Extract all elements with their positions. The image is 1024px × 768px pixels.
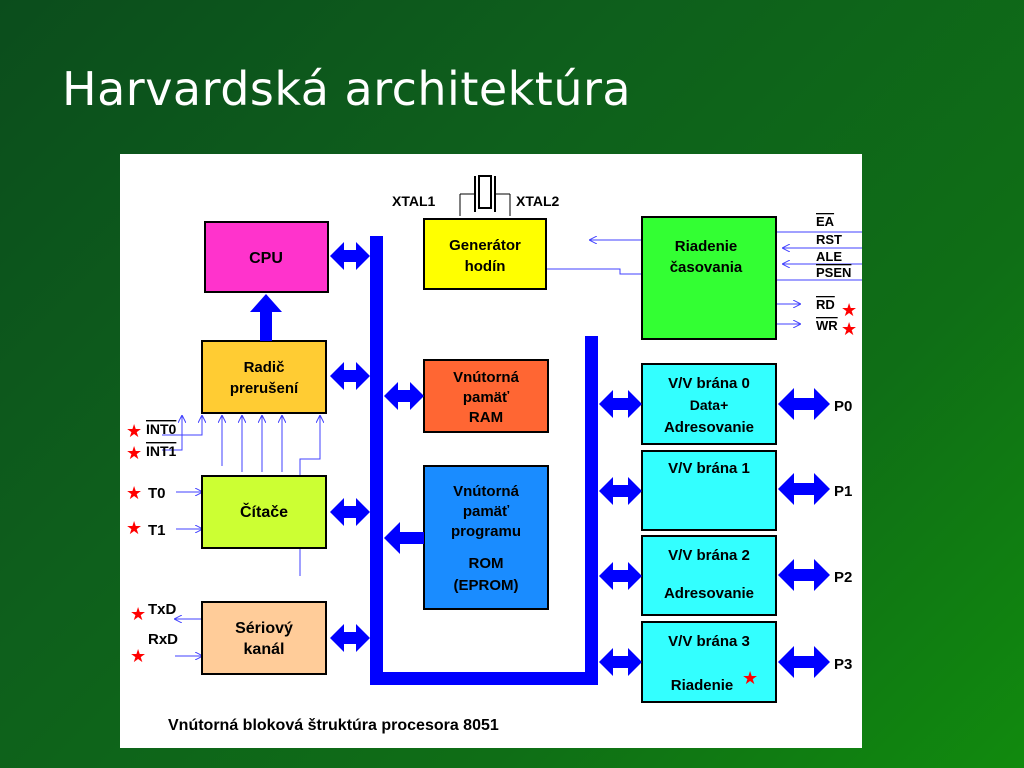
label-p0: P0 <box>834 398 852 415</box>
p0-pin-arrow <box>778 388 830 420</box>
slide-title: Harvardská architektúra <box>62 62 632 116</box>
block-ram-line3: RAM <box>469 409 503 426</box>
star-icon: ★ <box>841 300 857 321</box>
block-generator-line2: hodín <box>465 258 506 275</box>
star-icon: ★ <box>126 483 142 504</box>
block-port2: V/V brána 2 Adresovanie <box>641 535 777 616</box>
diagram-caption: Vnútorná bloková štruktúra procesora 805… <box>168 717 499 734</box>
star-icon: ★ <box>742 668 758 689</box>
bus-horizontal-bottom <box>370 672 598 685</box>
p1-pin-arrow <box>778 473 830 505</box>
signal-rxd: RxD <box>148 631 178 648</box>
block-cpu: CPU <box>204 221 329 293</box>
block-generator-line1: Generátor <box>449 237 521 254</box>
port-labels: P0 P1 P2 P3 <box>834 398 852 673</box>
bus-vertical-right <box>585 336 598 685</box>
internal-bus <box>370 236 598 685</box>
signal-txd: TxD <box>148 601 177 618</box>
block-counters: Čítače <box>201 475 327 549</box>
rom-bus-arrow <box>384 522 424 554</box>
block-rom-line3: programu <box>451 523 521 540</box>
interrupt-cpu-arrow <box>250 294 282 341</box>
block-port0-line1: V/V brána 0 <box>668 375 750 392</box>
block-counters-label: Čítače <box>240 502 288 521</box>
star-icon: ★ <box>126 421 142 442</box>
block-ram: Vnútorná pamäť RAM <box>423 359 549 433</box>
block-cpu-label: CPU <box>249 250 283 267</box>
signal-t1: T1 <box>148 522 166 539</box>
bus-vertical-left <box>370 236 383 684</box>
block-ram-line2: pamäť <box>463 389 510 406</box>
block-port0-line3: Adresovanie <box>664 419 754 436</box>
p2-pin-arrow <box>778 559 830 591</box>
block-rom-line5: (EPROM) <box>454 577 519 594</box>
star-markers: ★ ★ ★ ★ ★ ★ ★ ★ ★ <box>126 300 857 689</box>
signal-ale: ALE <box>816 249 842 264</box>
block-port3: V/V brána 3 Riadenie <box>641 621 777 703</box>
block-serial-line2: kanál <box>244 641 285 658</box>
signal-t0: T0 <box>148 485 166 502</box>
crystal-icon: XTAL1 XTAL2 <box>392 175 560 216</box>
star-icon: ★ <box>130 646 146 667</box>
star-icon: ★ <box>126 443 142 464</box>
control-signals: EA RST ALE PSEN RD WR <box>816 214 851 333</box>
label-p3: P3 <box>834 656 852 673</box>
block-rom: Vnútorná pamäť programu ROM (EPROM) <box>423 465 549 610</box>
block-rom-line2: pamäť <box>463 503 510 520</box>
port3-bus-arrow <box>599 648 642 676</box>
label-p1: P1 <box>834 483 852 500</box>
block-diagram: XTAL1 XTAL2 CPU Generátor hodín <box>126 175 862 734</box>
block-rom-line4: ROM <box>469 555 504 572</box>
signal-rd: RD <box>816 297 835 312</box>
signal-int1: INT1 <box>146 443 177 459</box>
block-serial-channel: Sériový kanál <box>201 601 327 675</box>
block-generator: Generátor hodín <box>423 218 547 290</box>
port1-bus-arrow <box>599 477 642 505</box>
block-port3-line2: Riadenie <box>671 677 734 694</box>
star-icon: ★ <box>130 604 146 625</box>
star-icon: ★ <box>841 319 857 340</box>
block-port2-line2: Adresovanie <box>664 585 754 602</box>
ram-bus-arrow <box>384 382 424 410</box>
block-serial-line1: Sériový <box>235 620 293 637</box>
block-port2-line1: V/V brána 2 <box>668 547 750 564</box>
signal-rst: RST <box>816 232 842 247</box>
cpu-bus-arrow <box>330 242 370 270</box>
block-timing-line1: Riadenie <box>675 238 738 255</box>
block-interrupt-line2: prerušení <box>230 380 299 397</box>
p3-pin-arrow <box>778 646 830 678</box>
left-signals: INT0 INT1 T0 T1 TxD RxD <box>146 421 178 648</box>
signal-psen: PSEN <box>816 265 851 280</box>
signal-int0: INT0 <box>146 421 177 437</box>
signal-wr: WR <box>816 318 838 333</box>
block-timing-line2: časovania <box>670 259 743 276</box>
bus-arrows <box>250 242 830 678</box>
interrupt-bus-arrow <box>330 362 370 390</box>
port2-bus-arrow <box>599 562 642 590</box>
port0-bus-arrow <box>599 390 642 418</box>
block-port1: V/V brána 1 <box>641 450 777 531</box>
star-icon: ★ <box>126 518 142 539</box>
xtal2-label: XTAL2 <box>516 193 560 209</box>
block-interrupt-controller: Radič prerušení <box>201 340 327 414</box>
block-rom-line1: Vnútorná <box>453 483 519 500</box>
block-timing-control: Riadenie časovania <box>641 216 777 340</box>
block-port3-line1: V/V brána 3 <box>668 633 750 650</box>
block-port1-line1: V/V brána 1 <box>668 460 750 477</box>
block-port0: V/V brána 0 Data+ Adresovanie <box>641 363 777 445</box>
diagram-panel: XTAL1 XTAL2 CPU Generátor hodín <box>120 154 862 748</box>
block-port0-line2: Data+ <box>690 397 729 413</box>
block-interrupt-line1: Radič <box>244 359 285 376</box>
counters-bus-arrow <box>330 498 370 526</box>
signal-ea: EA <box>816 214 835 229</box>
block-ram-line1: Vnútorná <box>453 369 519 386</box>
serial-bus-arrow <box>330 624 370 652</box>
xtal1-label: XTAL1 <box>392 193 436 209</box>
label-p2: P2 <box>834 569 852 586</box>
